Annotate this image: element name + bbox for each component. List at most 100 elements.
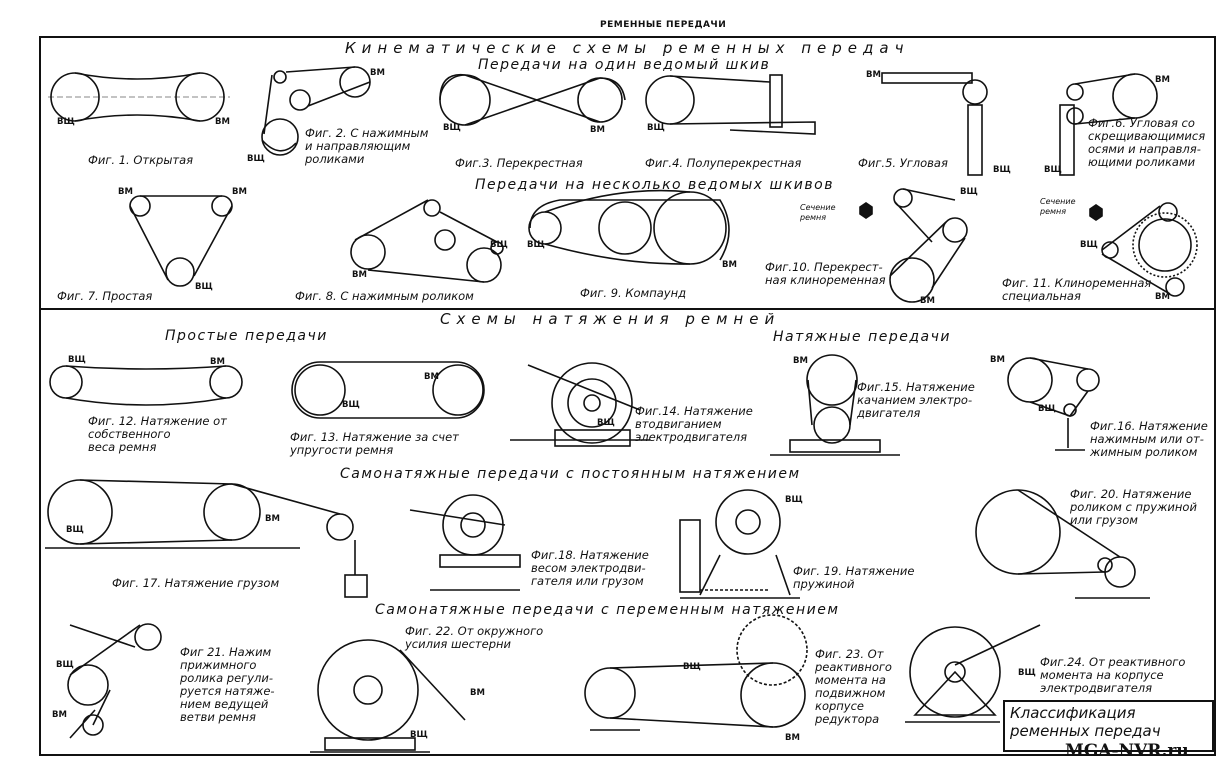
- fig10-belt-section-label: Сечение ремня: [800, 203, 836, 222]
- watermark: MGA-NVR.ru: [1065, 741, 1189, 761]
- label-vsch: ВЩ: [66, 525, 84, 535]
- fig11-caption: Фиг. 11. Клиноременная специальная: [1002, 276, 1152, 303]
- label-vm: ВМ: [785, 733, 800, 743]
- fig24-caption: Фиг.24. От реактивного момента на корпус…: [1040, 655, 1186, 695]
- label-vsch: ВЩ: [527, 240, 545, 250]
- label-vsch: ВЩ: [247, 154, 265, 164]
- label-vm: ВМ: [118, 187, 133, 197]
- fig7-drawing: [129, 195, 233, 287]
- fig18-drawing: [409, 494, 521, 591]
- fig11-drawing: [1089, 202, 1198, 297]
- label-vm: ВМ: [990, 355, 1005, 365]
- label-vsch: ВЩ: [443, 123, 461, 133]
- fig1-drawing: [48, 72, 230, 122]
- label-vm: ВМ: [793, 356, 808, 366]
- sheet-frame: [39, 36, 1216, 756]
- label-vsch: ВЩ: [490, 240, 508, 250]
- fig4-caption: Фиг.4. Полуперекрестная: [645, 156, 802, 170]
- fig22-caption: Фиг. 22. От окружного усилия шестерни: [405, 624, 544, 651]
- fig15-caption: Фиг.15. Натяжение качанием электро- двиг…: [857, 380, 975, 420]
- label-vm: ВМ: [370, 68, 385, 78]
- fig12-caption: Фиг. 12. Натяжение от собственного веса …: [88, 414, 227, 454]
- label-vm: ВМ: [265, 514, 280, 524]
- fig15-drawing: [770, 354, 900, 456]
- label-vsch: ВЩ: [785, 495, 803, 505]
- fig23-drawing: [584, 614, 808, 731]
- label-vm: ВМ: [352, 270, 367, 280]
- label-vm: ВМ: [920, 296, 935, 306]
- label-vsch: ВЩ: [683, 662, 701, 672]
- fig5-drawing: [881, 72, 988, 176]
- label-vm: ВМ: [722, 260, 737, 270]
- label-vsch: ВЩ: [993, 165, 1011, 175]
- fig14-drawing: [510, 362, 650, 447]
- label-vm: ВМ: [470, 688, 485, 698]
- label-vm: ВМ: [590, 125, 605, 135]
- fig6-caption: Фиг.6. Угловая со скрещивающимися осями …: [1088, 116, 1206, 169]
- label-vm: ВМ: [866, 70, 881, 80]
- label-vsch: ВЩ: [342, 400, 360, 410]
- fig2-caption: Фиг. 2. С нажимным и направляющим ролика…: [305, 126, 429, 166]
- label-vm: ВМ: [424, 372, 439, 382]
- label-vsch: ВЩ: [57, 117, 75, 127]
- fig10-drawing: [859, 188, 968, 303]
- fig13-drawing: [291, 361, 485, 419]
- subtitle-self-constant: Самонатяжные передачи с постоянным натяж…: [340, 466, 801, 482]
- label-vsch: ВЩ: [1080, 240, 1098, 250]
- section-tension-title: Схемы натяжения ремней: [440, 310, 781, 328]
- sheet-title: РЕМЕННЫЕ ПЕРЕДАЧИ: [600, 20, 727, 30]
- fig3-caption: Фиг.3. Перекрестная: [455, 156, 583, 170]
- fig21-drawing: [67, 623, 162, 739]
- fig20-drawing: [975, 489, 1150, 599]
- label-vsch: ВЩ: [597, 418, 615, 428]
- label-vm: ВМ: [1155, 292, 1170, 302]
- fig5-caption: Фиг.5. Угловая: [858, 156, 948, 170]
- subtitle-tensioner: Натяжные передачи: [773, 329, 951, 345]
- fig16-drawing: [1007, 357, 1100, 451]
- label-vm: ВМ: [1155, 75, 1170, 85]
- fig19-drawing: [679, 489, 800, 599]
- label-vm: ВМ: [52, 710, 67, 720]
- label-vsch: ВЩ: [68, 355, 86, 365]
- fig17-drawing: [45, 479, 368, 598]
- fig9-caption: Фиг. 9. Компаунд: [580, 286, 687, 300]
- label-vsch: ВЩ: [1044, 165, 1062, 175]
- label-vm: ВМ: [232, 187, 247, 197]
- fig14-caption: Фиг.14. Натяжение втодвиганием электродв…: [635, 404, 753, 444]
- title-stamp-box: [1003, 700, 1214, 752]
- fig11-belt-section-label: Сечение ремня: [1040, 197, 1076, 216]
- label-vm: ВМ: [210, 357, 225, 367]
- fig7-caption: Фиг. 7. Простая: [57, 289, 153, 303]
- fig24-drawing: [905, 624, 1041, 723]
- label-vsch: ВЩ: [410, 730, 428, 740]
- fig18-caption: Фиг.18. Натяжение весом электродви- гате…: [531, 548, 649, 588]
- fig19-caption: Фиг. 19. Натяжение пружиной: [793, 564, 915, 591]
- subtitle-single-driven: Передачи на один ведомый шкив: [478, 57, 771, 73]
- fig2-drawing: [261, 66, 371, 156]
- fig3-drawing: [439, 73, 626, 126]
- subtitle-multi-driven: Передачи на несколько ведомых шкивов: [475, 177, 834, 193]
- fig22-drawing: [310, 639, 466, 753]
- section-kinematic-title: Кинематические схемы ременных передач: [345, 39, 910, 57]
- label-vsch: ВЩ: [960, 187, 978, 197]
- fig21-caption: Фиг 21. Нажим прижимного ролика регули- …: [180, 645, 275, 724]
- fig16-caption: Фиг.16. Натяжение нажимным или от- жимны…: [1090, 419, 1208, 459]
- fig10-caption: Фиг.10. Перекрест- ная клиноременная: [765, 260, 886, 287]
- label-vsch: ВЩ: [56, 660, 74, 670]
- label-vsch: ВЩ: [1038, 404, 1056, 414]
- fig1-caption: Фиг. 1. Открытая: [88, 153, 194, 167]
- fig17-caption: Фиг. 17. Натяжение грузом: [112, 576, 280, 590]
- fig6-drawing: [1059, 73, 1158, 176]
- fig8-drawing: [350, 199, 504, 283]
- label-vsch: ВЩ: [195, 282, 213, 292]
- label-vsch: ВЩ: [647, 123, 665, 133]
- subtitle-self-variable: Самонатяжные передачи с переменным натяж…: [375, 602, 840, 618]
- title-stamp-text: Классификация ременных передач: [1010, 704, 1161, 740]
- label-vm: ВМ: [215, 117, 230, 127]
- fig4-drawing: [645, 74, 816, 135]
- fig12-drawing: [49, 365, 243, 406]
- fig9-drawing: [528, 189, 730, 265]
- fig23-caption: Фиг. 23. От реактивного момента на подви…: [815, 647, 892, 726]
- subtitle-simple: Простые передачи: [165, 328, 328, 344]
